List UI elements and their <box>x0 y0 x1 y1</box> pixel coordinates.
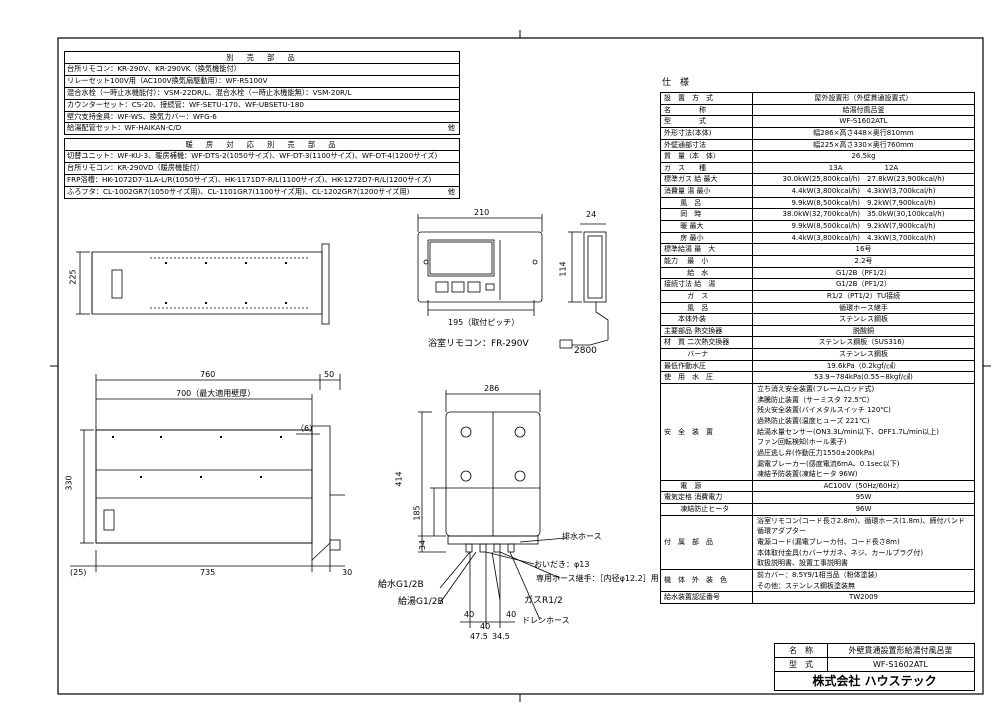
dim-30: 30 <box>342 568 353 577</box>
company-name: 株式会社 ハウステック <box>812 674 937 688</box>
dim-2800: 2800 <box>574 346 597 356</box>
spec-row: 風 呂循環ホース継手 <box>661 302 974 315</box>
heating-row: 台所リモコン：KR-290VD（暖房機能付） <box>65 163 459 175</box>
accessories-title: 別 売 部 品 <box>65 52 459 64</box>
spec-row: 主要部品 熱交換器脱酸銅 <box>661 325 974 338</box>
spec-row: 本体外装ステンレス鋼板 <box>661 314 974 326</box>
dim-735: 735 <box>200 568 216 577</box>
dim-34-5: 34.5 <box>492 632 510 641</box>
drain-label: ドレンホース <box>522 616 570 625</box>
dim-700: 700（最大適用壁厚） <box>176 389 256 398</box>
water-in-label: 給水G1/2B <box>378 580 424 590</box>
heating-row: ふろフタ：CL-1002GR7(1050サイズ用)、CL-1101GR7(110… <box>67 186 455 196</box>
dim-34: 34 <box>418 539 428 551</box>
accessory-row: 台所リモコン：KR-290V、KR-290VK（換気機能付） <box>65 64 459 76</box>
heating-row: 切替ユニット：WF-KU-3、暖房補機：WF-DTS-2(1050サイズ)、WF… <box>65 151 459 163</box>
dim-50: 50 <box>324 370 335 379</box>
title-name-key: 名 称 <box>775 644 828 657</box>
hot-out-label: 給湯G1/2B <box>398 597 444 607</box>
spec-row: バーナステンレス鋼板 <box>661 349 974 361</box>
circ-joint-label: 専用ホース継手：［内径φ12.2］用 <box>536 574 659 583</box>
dim-414: 414 <box>394 471 404 487</box>
title-model-key: 型 式 <box>775 658 828 671</box>
dim-114: 114 <box>558 261 568 277</box>
dim-40a: 40 <box>464 610 475 619</box>
dim-25: (25) <box>70 568 87 577</box>
accessory-row: カウンターセット：CS-20、接続管：WF-SETU-170、WF-UBSETU… <box>65 100 459 112</box>
spec-row: 外壁通部寸法幅225×高さ330×奥行760mm <box>661 139 974 152</box>
title-block: 名 称 外壁貫通設置形給湯付風呂釜 型 式 WF-S1602ATL 株式会社 ハ… <box>774 643 975 691</box>
drain-hose-label: 排水ホース <box>562 532 602 541</box>
title-name-value: 外壁貫通設置形給湯付風呂釜 <box>848 646 953 655</box>
accessories-table: 別 売 部 品 台所リモコン：KR-290V、KR-290VK（換気機能付） リ… <box>64 51 460 136</box>
heating-title: 暖 房 対 応 別 売 部 品 <box>65 139 459 151</box>
spec-attachments-row: 付 属 部 品 浴室リモコン(コード長さ2.8m)、循環ホース(1.8m)、締付… <box>661 515 974 570</box>
dim-47-5: 47.5 <box>470 632 488 641</box>
spec-color-row: 機 体 外 装 色 前カバー：8.5Y9/1相当品（粉体塗装）その他：ステンレス… <box>661 569 974 593</box>
dim-195: 195（取付ピッチ） <box>448 318 520 327</box>
bath-remote-side-view <box>559 223 609 349</box>
dim-286: 286 <box>484 384 500 393</box>
remote-label: 浴室リモコン：FR-290V <box>428 339 529 349</box>
unit-section-view <box>70 374 345 572</box>
unit-front-view <box>418 390 567 628</box>
spec-row: 設 置 方 式屋外設置形（外壁貫通設置式） <box>661 93 974 105</box>
dim-6: （6） <box>296 424 318 433</box>
spec-row: 名 称給湯付風呂釜 <box>661 104 974 117</box>
accessory-row: 混合水栓（一時止水機能付）：VSM-22DR/L、混合水栓（一時止水機能無）：V… <box>65 88 459 100</box>
spec-safety-row: 安 全 装 置 立ち消え安全装置(フレームロッド式)沸騰防止装置（サーミスタ 7… <box>661 384 974 481</box>
dim-225: 225 <box>68 269 78 285</box>
accessory-row: 壁穴支持金具：WF-WS、換気カバー：WFG-6 <box>65 112 459 124</box>
oidaki-label: おいだき：φ13 <box>534 560 590 569</box>
dim-40b: 40 <box>480 622 491 631</box>
dim-24: 24 <box>586 210 597 219</box>
bath-remote-front-view <box>417 214 543 316</box>
spec-row: 材 質 二次熱交換器ステンレス鋼板（SUS316） <box>661 337 974 350</box>
dim-760: 760 <box>200 370 216 379</box>
accessory-tail: 他 <box>447 123 455 133</box>
dim-210: 210 <box>474 208 490 217</box>
spec-title: 仕 様 <box>662 78 690 88</box>
heating-accessories-table: 暖 房 対 応 別 売 部 品 切替ユニット：WF-KU-3、暖房補機：WF-D… <box>64 138 460 199</box>
heating-row: FRP浴槽：HK-1072D7-1LA-L/R(1050サイズ)、HK-1171… <box>65 175 459 187</box>
unit-side-view <box>76 243 330 325</box>
heating-tail: 他 <box>447 186 455 196</box>
dim-40c: 40 <box>506 610 517 619</box>
accessory-row: リレーセット100V用（AC100V換気扇駆動用）：WF-RS100V <box>65 76 459 88</box>
dim-330: 330 <box>64 475 74 491</box>
gas-label: ガスR1/2 <box>524 596 563 606</box>
title-model-value: WF-S1602ATL <box>872 660 929 669</box>
spec-row: 質 量（本 体）26.5kg <box>661 151 974 163</box>
spec-row: 外形寸法(本体)幅286×高さ448×奥行810mm <box>661 127 974 140</box>
dim-185: 185 <box>412 505 422 521</box>
